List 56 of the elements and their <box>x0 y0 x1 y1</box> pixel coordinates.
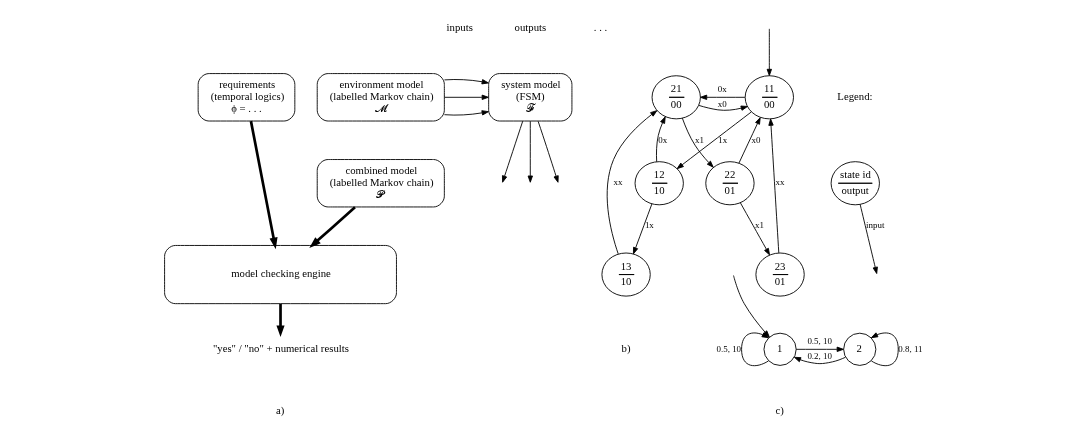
arrow <box>676 111 752 170</box>
edge-label: 0x <box>657 134 667 145</box>
edge-label: 1x <box>717 134 727 145</box>
edge-label: 0.8, 11 <box>897 343 922 354</box>
arrow <box>249 120 278 250</box>
arrow <box>697 104 748 111</box>
node-box: requirements (temporal logics) ϕ = . . . <box>197 73 295 122</box>
node-ellipse: state id output <box>830 161 880 206</box>
edge-label: 0.5, 10 <box>806 335 832 346</box>
arrow <box>527 120 533 183</box>
arrow <box>308 206 356 248</box>
arrow <box>275 303 285 338</box>
arrow <box>699 94 745 100</box>
edge-label: 0x <box>717 83 727 94</box>
arrow <box>681 117 714 168</box>
arrow <box>632 203 652 255</box>
edge-label: x1 <box>694 134 704 145</box>
label: Legend: <box>836 90 873 103</box>
arrow <box>766 28 772 76</box>
node-box: model checking engine <box>163 245 397 305</box>
edge-label: x1 <box>754 220 764 231</box>
arrow <box>443 79 489 85</box>
arrow <box>443 94 489 100</box>
arrow <box>443 110 489 116</box>
arrow <box>737 117 761 164</box>
edge-label: input <box>865 220 884 231</box>
edge-label: x0 <box>717 99 727 110</box>
label: inputs <box>446 20 473 33</box>
node-box: combined model (labelled Markov chain) 𝓟 <box>316 159 445 208</box>
arrow <box>501 120 523 183</box>
arrow <box>795 346 844 352</box>
label: b) <box>621 342 631 355</box>
arrow <box>537 120 559 183</box>
arrow <box>655 116 666 163</box>
arrow <box>767 118 779 254</box>
arrow <box>793 356 846 365</box>
node-box: system model (FSM) 𝓕 <box>487 73 572 122</box>
edge-label: x0 <box>750 134 760 145</box>
arrow <box>859 204 878 274</box>
arrow <box>739 202 770 256</box>
edge-label: 0.5, 10 <box>716 343 741 354</box>
label: outputs <box>514 20 546 33</box>
label: . . . <box>593 20 607 33</box>
node-box: environment model (labelled Markov chain) 𝓜 <box>316 73 445 122</box>
arrow <box>606 110 657 255</box>
node-ellipse: 23 01 <box>754 252 805 297</box>
node-ellipse: 13 10 <box>600 252 651 297</box>
label: c) <box>775 403 784 416</box>
edge-label: xx <box>613 177 622 188</box>
edge-label: 0.2, 10 <box>806 351 832 362</box>
label: a) <box>275 403 284 416</box>
arrow <box>870 332 899 367</box>
node-text: "yes" / "no" + numerical results <box>212 342 349 355</box>
edge-label: 1x <box>644 220 654 231</box>
edge-label: xx <box>775 177 785 188</box>
node-ellipse: 11 00 <box>744 75 794 120</box>
